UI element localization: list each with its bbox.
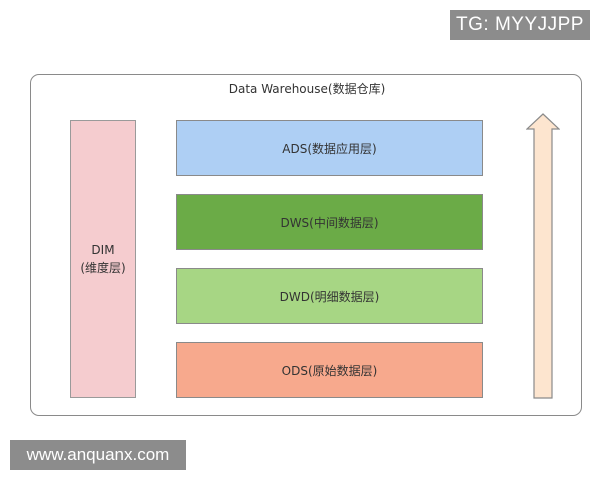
dim-label: DIM bbox=[91, 243, 115, 257]
layer-dws-label: DWS(中间数据层) bbox=[280, 215, 379, 230]
dim-layer-box: DIM (维度层) bbox=[70, 120, 136, 398]
layer-ads-label: ADS(数据应用层) bbox=[282, 141, 377, 156]
tg-watermark: TG: MYYJJPP bbox=[450, 10, 590, 40]
upward-flow-arrow-icon bbox=[526, 113, 560, 399]
layer-ods: ODS(原始数据层) bbox=[176, 342, 483, 398]
diagram-title: Data Warehouse(数据仓库) bbox=[228, 82, 386, 96]
layer-dwd-label: DWD(明细数据层) bbox=[279, 289, 380, 304]
upward-flow-arrow-shape bbox=[526, 113, 560, 399]
dim-subtitle: (维度层) bbox=[80, 261, 126, 275]
layer-dws: DWS(中间数据层) bbox=[176, 194, 483, 250]
layer-dwd: DWD(明细数据层) bbox=[176, 268, 483, 324]
layer-ods-label: ODS(原始数据层) bbox=[281, 363, 378, 378]
layer-ads: ADS(数据应用层) bbox=[176, 120, 483, 176]
site-watermark: www.anquanx.com bbox=[10, 440, 186, 470]
